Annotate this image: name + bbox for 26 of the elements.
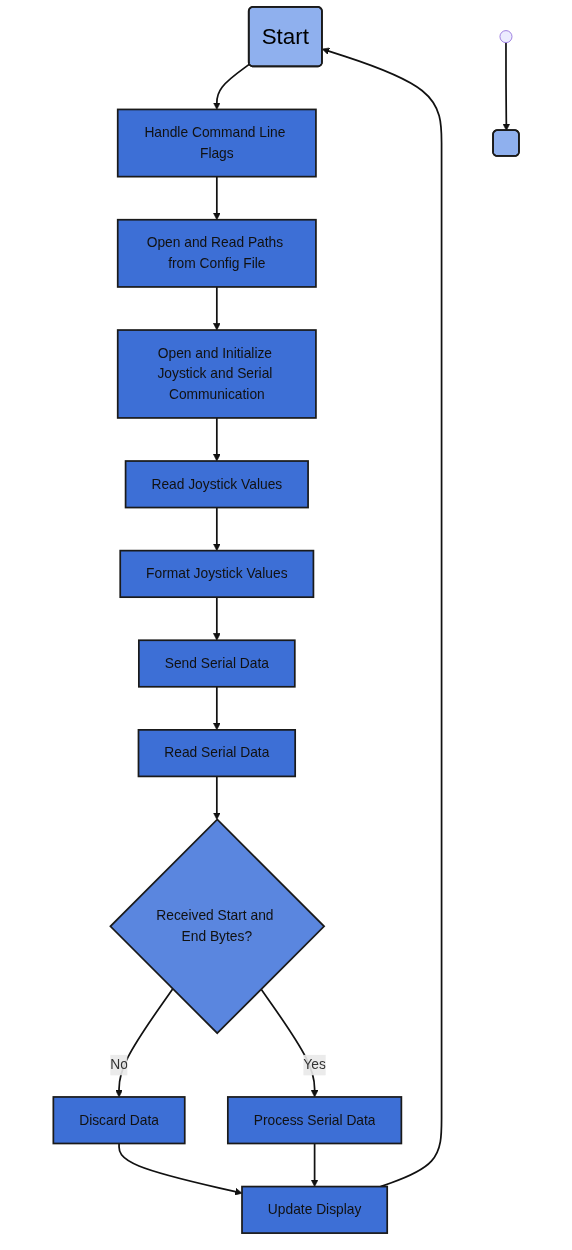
node-box: Read Joystick Values — [124, 460, 309, 509]
node-box: Read Serial Data — [137, 729, 296, 778]
arrow — [321, 47, 443, 1188]
arrow — [212, 175, 221, 221]
node-box: Discard Data — [52, 1096, 186, 1145]
arrow — [212, 596, 221, 641]
node-diamond: Received Start and End Bytes? — [109, 818, 326, 1035]
arrow — [115, 988, 174, 1098]
arrow — [212, 286, 221, 331]
node-box: Open and Initialize Joystick and Serial Communication — [116, 329, 317, 419]
edge-label: No — [110, 1057, 128, 1072]
node-box: Format Joystick Values — [119, 549, 315, 598]
arrow — [212, 775, 221, 820]
node-box: Handle Command Line Flags — [116, 108, 317, 178]
arrow — [212, 63, 251, 110]
edge-label: Yes — [303, 1057, 326, 1072]
arrow — [212, 417, 221, 462]
arrow — [260, 988, 319, 1098]
node-box: Update Display — [241, 1185, 388, 1234]
arrow — [212, 506, 221, 551]
arrow — [502, 41, 510, 131]
node-box: Send Serial Data — [137, 639, 296, 688]
arrow — [212, 685, 221, 731]
node-box: Open and Read Paths from Config File — [116, 218, 317, 288]
node-box: Process Serial Data — [226, 1096, 403, 1145]
arrow — [310, 1142, 319, 1187]
